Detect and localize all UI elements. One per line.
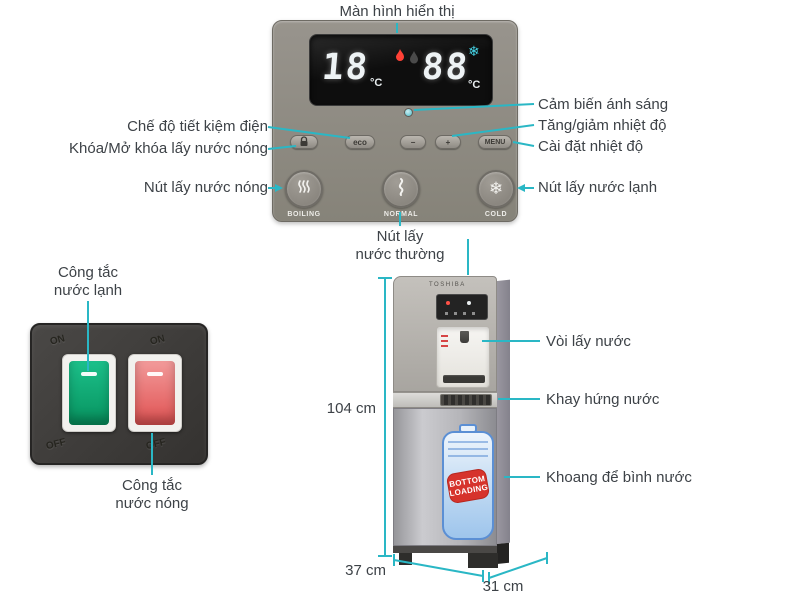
mini-control-panel bbox=[436, 294, 488, 320]
snowflake-icon: ❄ bbox=[468, 43, 480, 59]
mini-led-red bbox=[446, 301, 450, 305]
callout-tap: Vòi lấy nước bbox=[546, 333, 631, 350]
callout-temp-adjust: Tăng/giảm nhiệt độ bbox=[538, 117, 667, 134]
switch-panel: ON ON OFF OFF bbox=[30, 323, 208, 465]
callout-eco-mode: Chế độ tiết kiệm điện bbox=[127, 118, 268, 135]
cold-switch-rocker bbox=[69, 361, 109, 425]
eco-button: eco bbox=[345, 135, 375, 149]
mini-buttons-row bbox=[445, 312, 481, 315]
cold-temp-value: 88 bbox=[420, 47, 472, 88]
hot-water-switch bbox=[128, 354, 182, 432]
hot-switch-rocker bbox=[135, 361, 175, 425]
callout-normal-button-line1: Nút lấy bbox=[376, 228, 424, 245]
cold-button: ❄ bbox=[477, 170, 515, 208]
drip-tray bbox=[440, 394, 492, 406]
cold-label: COLD bbox=[484, 211, 508, 218]
dim-height-label: 104 cm bbox=[326, 400, 376, 417]
temp-down-button: − bbox=[400, 135, 426, 149]
callout-drip-tray: Khay hứng nước bbox=[546, 391, 660, 408]
callout-bottle-compartment: Khoang để bình nước bbox=[546, 469, 692, 486]
foot-right bbox=[468, 553, 498, 568]
minus-label: − bbox=[410, 137, 416, 147]
boiling-label: BOILING bbox=[287, 211, 321, 218]
lock-button bbox=[290, 135, 318, 149]
bottom-loading-badge: BOTTOM LOADING bbox=[445, 467, 491, 505]
stream-icon bbox=[392, 177, 410, 202]
normal-label: NORMAL bbox=[383, 211, 419, 218]
dispenser-base bbox=[393, 546, 497, 553]
water-bottle: BOTTOM LOADING bbox=[442, 424, 494, 540]
water-tap bbox=[460, 331, 469, 343]
steam-icon bbox=[295, 178, 313, 201]
snowflake-button-icon: ❄ bbox=[488, 179, 504, 198]
callout-hot-switch-line2: nước nóng bbox=[115, 495, 189, 513]
dispenser-side-base bbox=[497, 542, 509, 564]
callout-light-sensor: Cảm biến ánh sáng bbox=[538, 96, 669, 113]
hot-switch-indicator bbox=[147, 372, 163, 376]
bottle-body: BOTTOM LOADING bbox=[442, 431, 494, 540]
padlock-icon bbox=[299, 135, 309, 149]
brand-logo: TOSHIBA bbox=[429, 282, 466, 288]
callout-cold-switch-line1: Công tắc bbox=[57, 264, 119, 281]
control-panel: 18 °C 88 ❄ °C eco − + MENU bbox=[272, 20, 518, 222]
normal-button bbox=[382, 170, 420, 208]
callout-lock-hot: Khóa/Mở khóa lấy nước nóng bbox=[69, 140, 268, 157]
flame-icon bbox=[394, 49, 406, 69]
bottle-ridges bbox=[448, 441, 488, 461]
water-drop-icon bbox=[409, 51, 419, 69]
arrow-cold-button bbox=[517, 184, 525, 192]
dispenser-side bbox=[497, 279, 510, 544]
eco-button-label: eco bbox=[353, 137, 367, 147]
callout-cold-switch: Công tắc nước lạnh bbox=[38, 264, 138, 301]
callout-normal-button-line2: nước thường bbox=[355, 246, 445, 264]
callout-cold-button: Nút lấy nước lạnh bbox=[538, 179, 658, 196]
plus-label: + bbox=[445, 137, 451, 147]
on-label-right: ON bbox=[148, 333, 167, 348]
dim-width-label: 37 cm bbox=[345, 562, 386, 579]
callout-cold-switch-line2: nước lạnh bbox=[53, 282, 123, 300]
mini-led-white bbox=[467, 301, 471, 305]
cold-switch-indicator bbox=[81, 372, 97, 376]
callout-normal-button: Nút lấy nước thường bbox=[350, 228, 450, 265]
cold-water-switch bbox=[62, 354, 116, 432]
light-sensor bbox=[404, 108, 413, 117]
dispense-recess bbox=[436, 326, 490, 388]
recess-grate bbox=[443, 375, 485, 383]
hot-temp-unit: °C bbox=[370, 77, 383, 89]
cold-temp-unit: °C bbox=[468, 79, 481, 91]
menu-button-label: MENU bbox=[484, 138, 506, 146]
caution-sticker bbox=[441, 335, 448, 347]
off-label-left: OFF bbox=[44, 436, 68, 453]
callout-hot-switch: Công tắc nước nóng bbox=[102, 477, 202, 514]
callout-temp-set: Cài đặt nhiệt độ bbox=[538, 138, 644, 155]
on-label-left: ON bbox=[48, 333, 67, 348]
boiling-button bbox=[285, 170, 323, 208]
menu-button: MENU bbox=[478, 135, 512, 149]
dim-depth-label: 31 cm bbox=[482, 578, 524, 595]
off-label-right: OFF bbox=[144, 436, 168, 453]
foot-left bbox=[399, 553, 412, 565]
temperature-display: 18 °C 88 ❄ °C bbox=[309, 34, 493, 106]
callout-hot-switch-line1: Công tắc bbox=[121, 477, 183, 494]
callout-hot-button: Nút lấy nước nóng bbox=[143, 179, 268, 196]
hot-temp-value: 18 bbox=[320, 47, 372, 88]
temp-up-button: + bbox=[435, 135, 461, 149]
callout-display: Màn hình hiển thị bbox=[339, 3, 455, 20]
